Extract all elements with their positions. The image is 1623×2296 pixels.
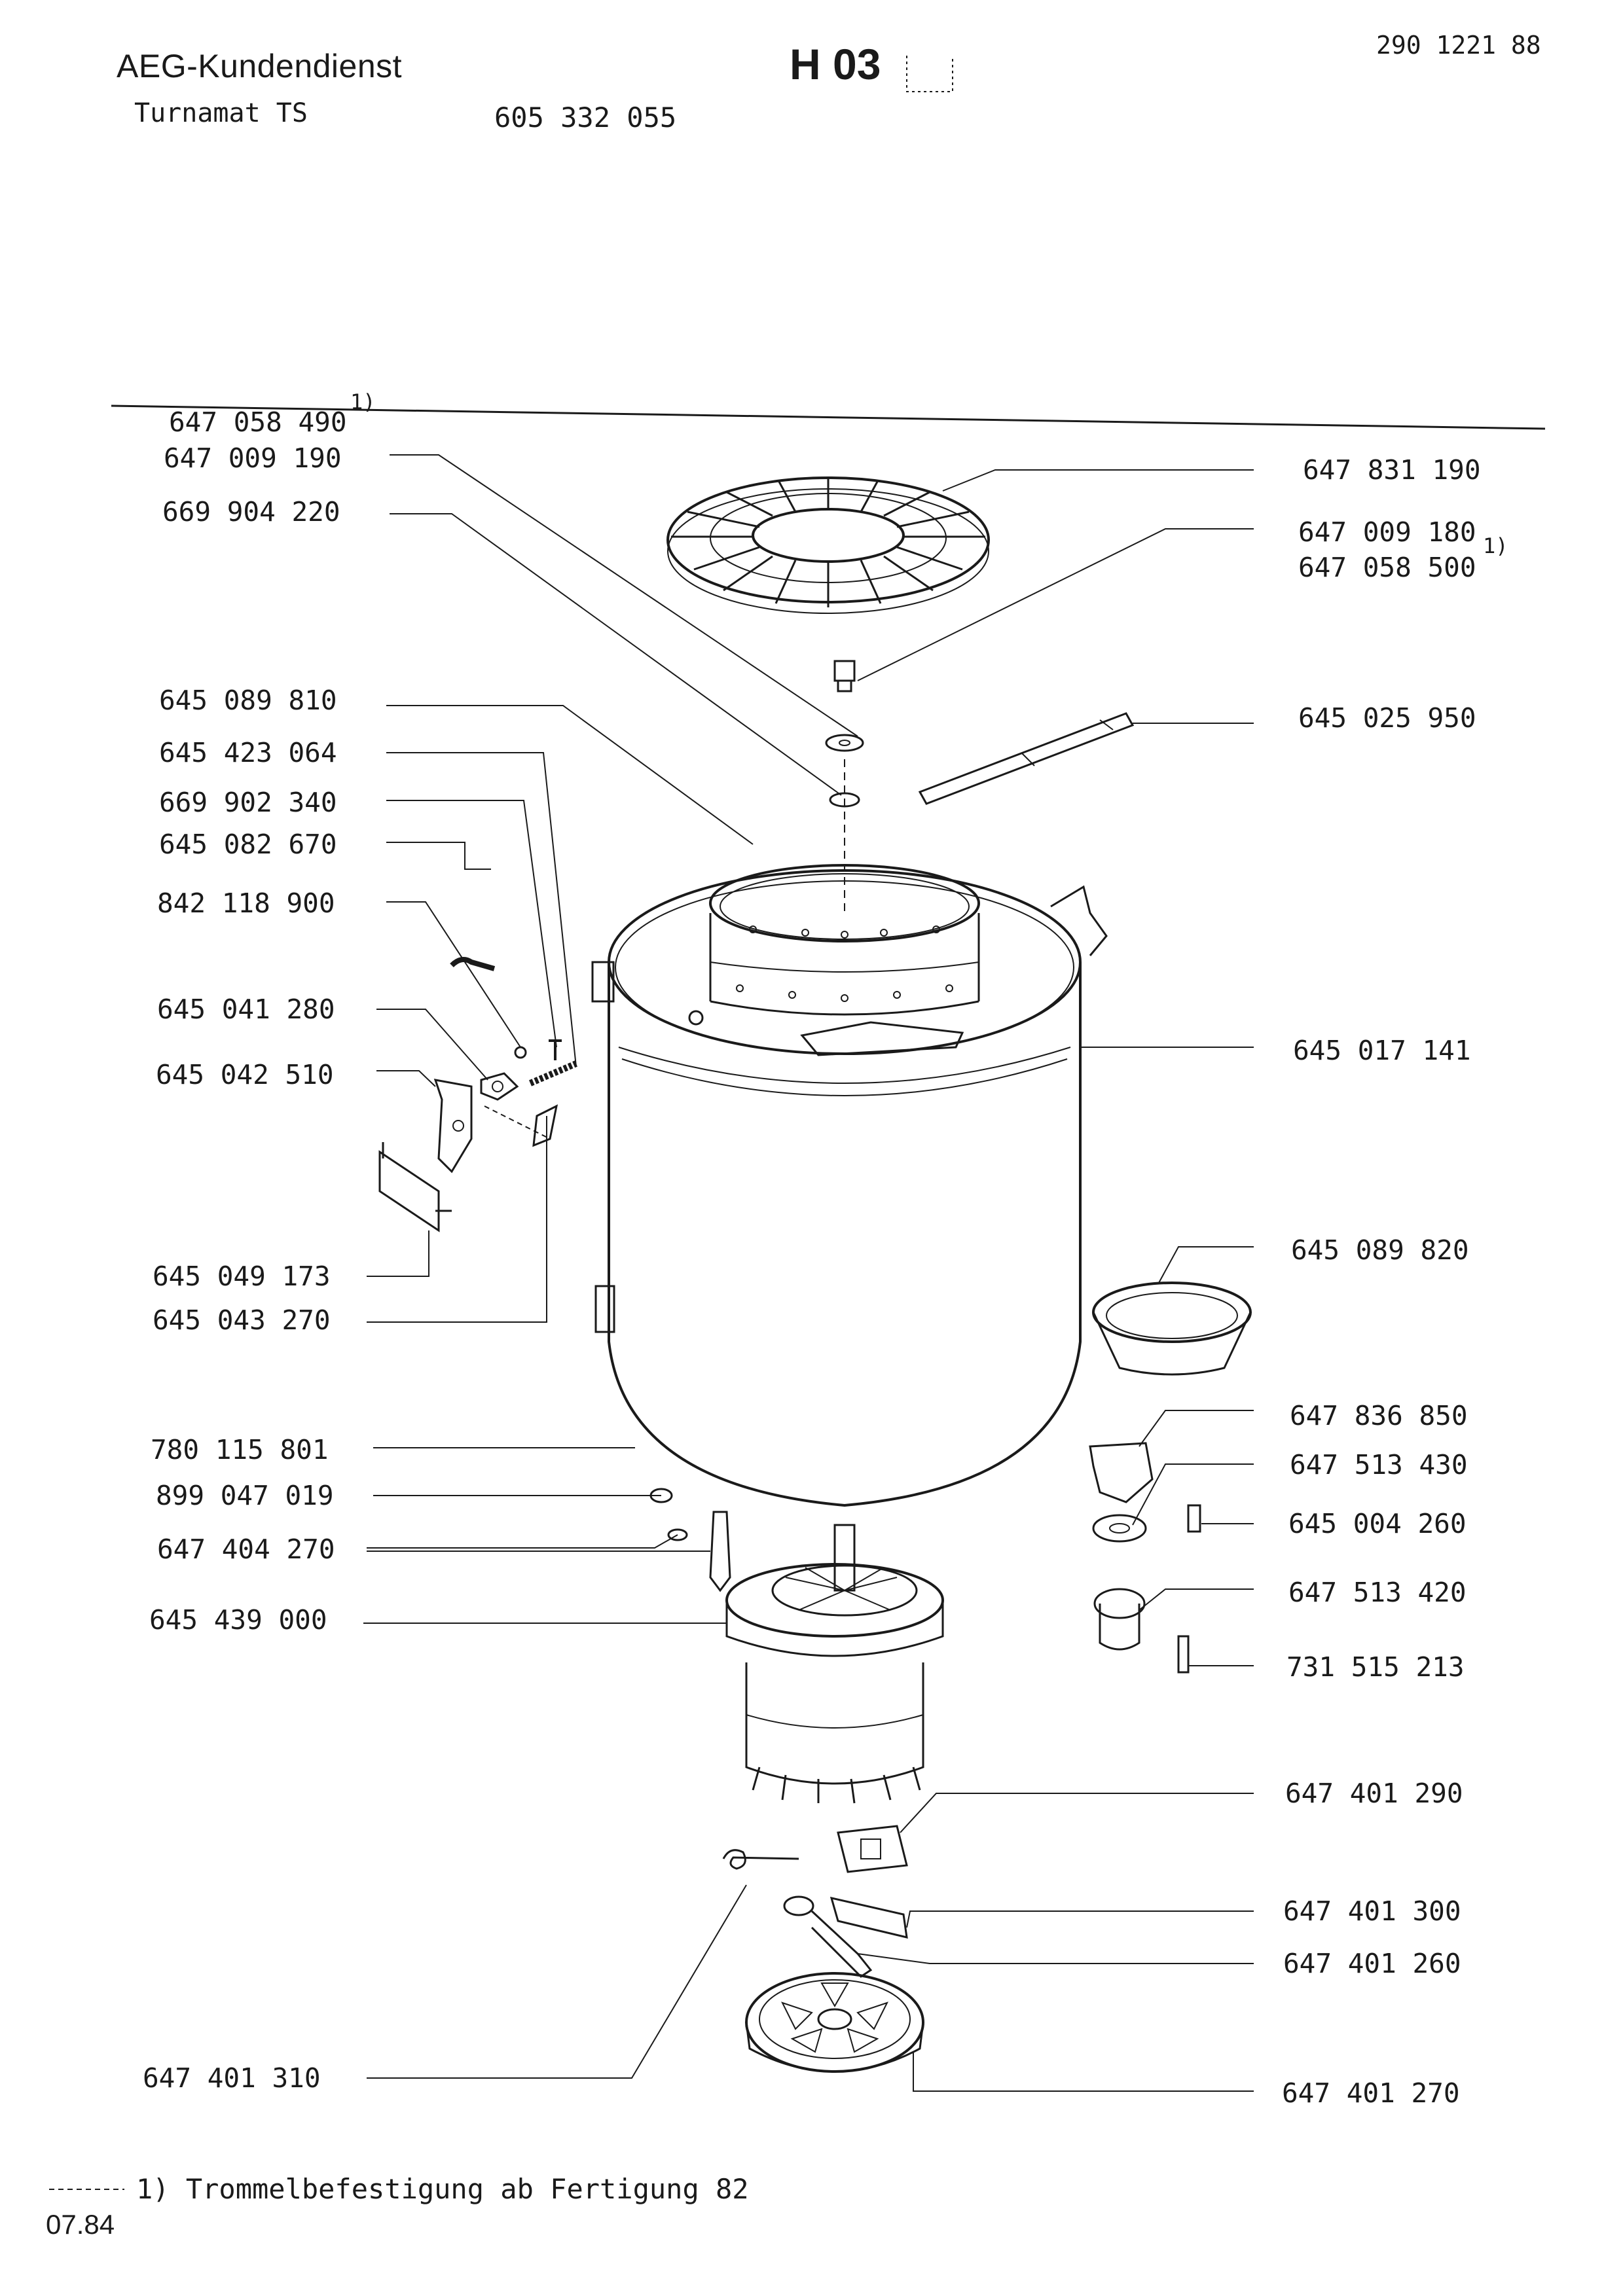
part-669-902-340: 669 902 340 [159, 787, 337, 818]
part-647-009-180: 647 009 180 [1298, 516, 1476, 548]
part-645-439-000: 645 439 000 [149, 1604, 327, 1636]
top-rule [111, 404, 1546, 430]
part-647-401-290: 647 401 290 [1285, 1778, 1463, 1809]
inner-drum [709, 864, 980, 1016]
part-645-043-270: 645 043 270 [153, 1304, 331, 1336]
section-code: H 03 [790, 40, 881, 88]
part-647-513-420: 647 513 420 [1288, 1577, 1467, 1608]
part-842-118-900: 842 118 900 [157, 888, 335, 919]
footnote-marker-2: 1) [1483, 533, 1508, 558]
part-647-058-490: 647 058 490 [169, 406, 347, 438]
lock-washer [667, 1528, 688, 1541]
part-899-047-019: 899 047 019 [156, 1480, 334, 1511]
lever-arm [811, 1910, 873, 1978]
part-647-404-270: 647 404 270 [157, 1534, 335, 1565]
section-code-box [906, 56, 953, 92]
drum-guard-grid [666, 476, 990, 614]
tub [591, 869, 1108, 1507]
part-645-089-820: 645 089 820 [1291, 1234, 1469, 1266]
leader-lines [363, 454, 1254, 2092]
footnote-marker-1: 1) [350, 389, 376, 414]
cam-hub [783, 1895, 814, 1916]
spring-coil [722, 1849, 799, 1870]
damper-pin [709, 1511, 731, 1592]
center-bolt [833, 660, 856, 692]
part-645-041-280: 645 041 280 [157, 994, 335, 1025]
brake-shoe [830, 1896, 908, 1939]
part-647-401-300: 647 401 300 [1283, 1895, 1461, 1927]
part-647-836-850: 647 836 850 [1290, 1400, 1468, 1431]
part-731-515-213: 731 515 213 [1286, 1651, 1465, 1683]
gasket-plate [480, 1072, 519, 1101]
brake-block [837, 1825, 908, 1873]
part-645-423-064: 645 423 064 [159, 737, 337, 768]
part-645-049-173: 645 049 173 [153, 1261, 331, 1292]
part-647-058-500: 647 058 500 [1298, 552, 1476, 583]
part-647-401-270: 647 401 270 [1282, 2077, 1460, 2109]
part-645-082-670: 645 082 670 [159, 829, 337, 860]
switch-block [378, 1150, 440, 1232]
support-bracket [918, 712, 1135, 805]
cup-washer [825, 734, 864, 752]
small-screw [549, 1039, 562, 1060]
part-647-401-310: 647 401 310 [143, 2062, 321, 2094]
part-645-004-260: 645 004 260 [1288, 1508, 1467, 1539]
pump-bracket [1089, 1442, 1154, 1503]
model-name: Turnamat TS [134, 98, 308, 128]
part-647-009-190: 647 009 190 [164, 442, 342, 474]
small-washer [514, 1046, 527, 1059]
spring [529, 1060, 577, 1086]
seal-ring [1092, 1514, 1147, 1543]
part-669-904-220: 669 904 220 [162, 496, 340, 528]
document-reference: 290 1221 88 [1376, 31, 1541, 60]
part-647-513-430: 647 513 430 [1290, 1449, 1468, 1480]
issue-date: 07.84 [46, 2209, 115, 2240]
filter-bowl [1092, 1282, 1252, 1376]
hose-piece [450, 957, 496, 971]
part-645-017-141: 645 017 141 [1293, 1035, 1471, 1066]
clip [532, 1104, 558, 1147]
part-780-115-801: 780 115 801 [151, 1434, 329, 1465]
footnote-text: 1) Trommelbefestigung ab Fertigung 82 [136, 2173, 749, 2205]
company-title: AEG-Kundendienst [117, 48, 403, 84]
part-647-401-260: 647 401 260 [1283, 1948, 1461, 1979]
part-645-089-810: 645 089 810 [159, 685, 337, 716]
pulley-wheel [745, 1972, 924, 2073]
part-645-025-950: 645 025 950 [1298, 702, 1476, 734]
model-number: 605 332 055 [494, 101, 677, 134]
bearing-housing [1099, 1604, 1140, 1651]
motor [725, 1524, 944, 1804]
part-645-042-510: 645 042 510 [156, 1059, 334, 1090]
pin [1187, 1504, 1201, 1533]
screw-731 [1177, 1635, 1190, 1674]
part-647-831-190: 647 831 190 [1303, 454, 1481, 486]
mounting-plate [433, 1079, 473, 1174]
